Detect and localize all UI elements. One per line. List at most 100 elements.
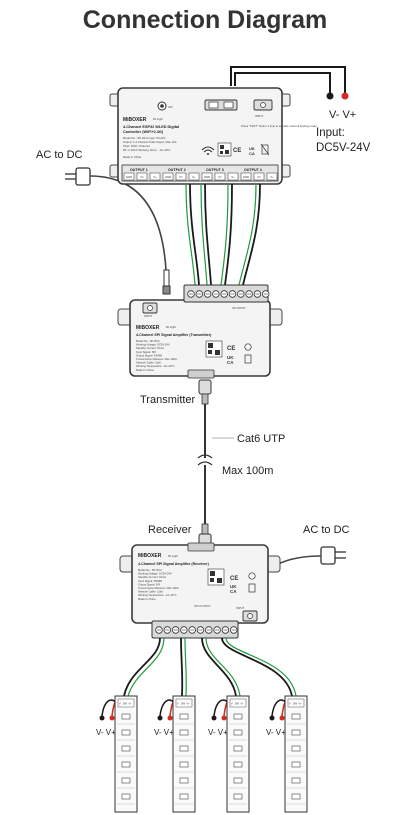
receiver-rj45-port	[187, 542, 215, 552]
transmitter-spec-line: Network Cable: Cat6	[136, 361, 161, 365]
max-length-label: Max 100m	[222, 465, 273, 477]
strip-pad-label: V-	[231, 703, 233, 706]
controller-pin-label: V+	[192, 175, 196, 179]
receiver-spec-line: Model No.: SP-RX4	[138, 568, 162, 572]
transmitter-name: 4-Channel SPI Signal Amplifier (Transmit…	[136, 333, 212, 337]
controller-made-in: Made in China	[123, 155, 141, 159]
transmitter-brand: MiBOXER	[136, 325, 160, 331]
input-voltage-label: DC5V-24V	[316, 142, 371, 154]
led-chip-icon	[121, 745, 131, 752]
transmitter-spec-line: Working Voltage: DC5V-24V	[136, 343, 170, 347]
ac-adapter-top-icon	[65, 167, 171, 295]
receiver-sub-brand: Mi·Light	[168, 554, 178, 558]
controller-pin-label: V+	[270, 175, 274, 179]
controller-brand: MiBOXER	[123, 117, 147, 123]
receiver-spec-line: Transmission Distance: Max 100m	[138, 586, 180, 590]
strip-pad-label: V+	[299, 703, 303, 706]
led-chip-icon	[179, 793, 189, 800]
led-chip-icon	[179, 777, 189, 784]
controller-pin-label: GND	[126, 175, 132, 179]
controller-spec1: Model No.: SP-WL4 Input: 5V-24V	[123, 136, 166, 140]
strip-polarity-label: V- V+	[266, 728, 286, 737]
strip-pad-label: DIN	[181, 703, 185, 706]
cable-type-label: Cat6 UTP	[237, 433, 285, 445]
transmitter-weee-icon	[244, 354, 252, 364]
receiver-spec-line: Made In China	[138, 597, 156, 601]
transmitter-rj45-port	[187, 369, 215, 379]
controller-output-label: OUTPUT 4	[244, 168, 262, 172]
cat6-cable	[197, 379, 213, 549]
controller-sub-brand: Mi·Light	[153, 117, 163, 121]
receiver-spec-line: Network Cable: Cat6	[138, 590, 163, 594]
led-chip-icon	[121, 777, 131, 784]
receiver-spec-line: Working Voltage: DC5V-24V	[138, 572, 172, 576]
transmitter-spec-line: Made In China	[136, 368, 154, 372]
receiver-spec-line: Input Signal: RS485	[138, 579, 162, 583]
controller-pin-label: V+	[153, 175, 157, 179]
led-chip-icon	[179, 745, 189, 752]
strip-pad-label: DIN	[235, 703, 239, 706]
controller-pin-label: IO	[219, 175, 223, 179]
strip-negative-terminal-icon	[269, 715, 275, 721]
receiver-amplifier: MiBOXER Mi·Light 4-Channel SPI Signal Am…	[119, 542, 281, 639]
transmitter-cert-icon	[244, 343, 252, 351]
transmitter-sub-brand: Mi·Light	[166, 325, 176, 329]
led-chip-icon	[291, 745, 301, 752]
controller-name-line2: Controller (WiFi+2.4G)	[123, 130, 164, 134]
receiver-weee-icon	[248, 583, 256, 593]
transmitter-spec-line: Input Signal: SPI	[136, 350, 156, 354]
strip-pad-label: V-	[177, 703, 179, 706]
controller-output-label: OUTPUT 1	[130, 168, 148, 172]
controller-button-label: SW	[168, 105, 173, 109]
svg-text:UK: UK	[230, 584, 237, 589]
strip-pad-label: V+	[187, 703, 191, 706]
strip-positive-terminal-icon	[109, 715, 115, 721]
receiver-spec-line: Standby Current: 10mA	[138, 575, 166, 579]
weee-bin-icon	[261, 144, 269, 155]
led-chip-icon	[291, 729, 301, 736]
strip-positive-terminal-icon	[167, 715, 173, 721]
led-chip-icon	[233, 729, 243, 736]
receiver-spec-line: Working Temperature: -10~40°C	[138, 593, 177, 597]
qr-code-icon	[217, 142, 232, 157]
transmitter-amplifier: INPUT SPI INPUT MiBOXER Mi·Light 4-Chann…	[117, 284, 283, 379]
strip-pad-label: DIN	[293, 703, 297, 706]
negative-terminal-icon	[326, 92, 334, 100]
led-chip-icon	[233, 777, 243, 784]
strip-pad-label: V-	[289, 703, 291, 706]
led-chip-icon	[291, 793, 301, 800]
svg-text:CA: CA	[249, 151, 255, 156]
receiver-input-port-label: INPUT	[236, 606, 245, 610]
receiver-name: 4-Channel SPI Signal Amplifier (Receiver…	[138, 562, 210, 566]
transmitter-ce-mark-icon: CE	[227, 346, 235, 352]
positive-terminal-icon	[341, 92, 349, 100]
led-chip-icon	[121, 729, 131, 736]
transmitter-spec-line: Standby Current: 10mA	[136, 346, 164, 350]
led-chip-icon	[179, 761, 189, 768]
controller-name-line1: 4-Channel ESP32 WLED Digital	[123, 125, 179, 129]
controller-to-transmitter-wires	[185, 183, 261, 286]
controller-spec2: Output: 1-4 Channel Total Output: Max 10…	[123, 140, 177, 144]
transmitter-spec-line: Output Signal: RS485	[136, 353, 163, 357]
receiver-spi-label: SPI OUTPUT	[194, 604, 211, 608]
wifi-icon	[201, 146, 215, 155]
controller-pin-label: IO	[180, 175, 184, 179]
led-chip-icon	[233, 745, 243, 752]
controller-spec4: RF: 2.4GHz Working Temp.: -10~40°C	[123, 148, 171, 152]
ce-mark-icon: CE	[233, 148, 241, 154]
controller-pin-label: IO	[258, 175, 262, 179]
strip-pad-label: V-	[119, 703, 121, 706]
led-chip-icon	[121, 713, 131, 720]
controller-pin-label: IO	[141, 175, 145, 179]
input-label: Input:	[316, 127, 345, 139]
strip-negative-terminal-icon	[99, 715, 105, 721]
receiver-spec-line: Output Signal: SPI	[138, 582, 160, 586]
led-chip-icon	[179, 713, 189, 720]
led-chip-icon	[121, 793, 131, 800]
controller-pin-label: GND	[243, 175, 249, 179]
strip-pad-label: V+	[241, 703, 245, 706]
